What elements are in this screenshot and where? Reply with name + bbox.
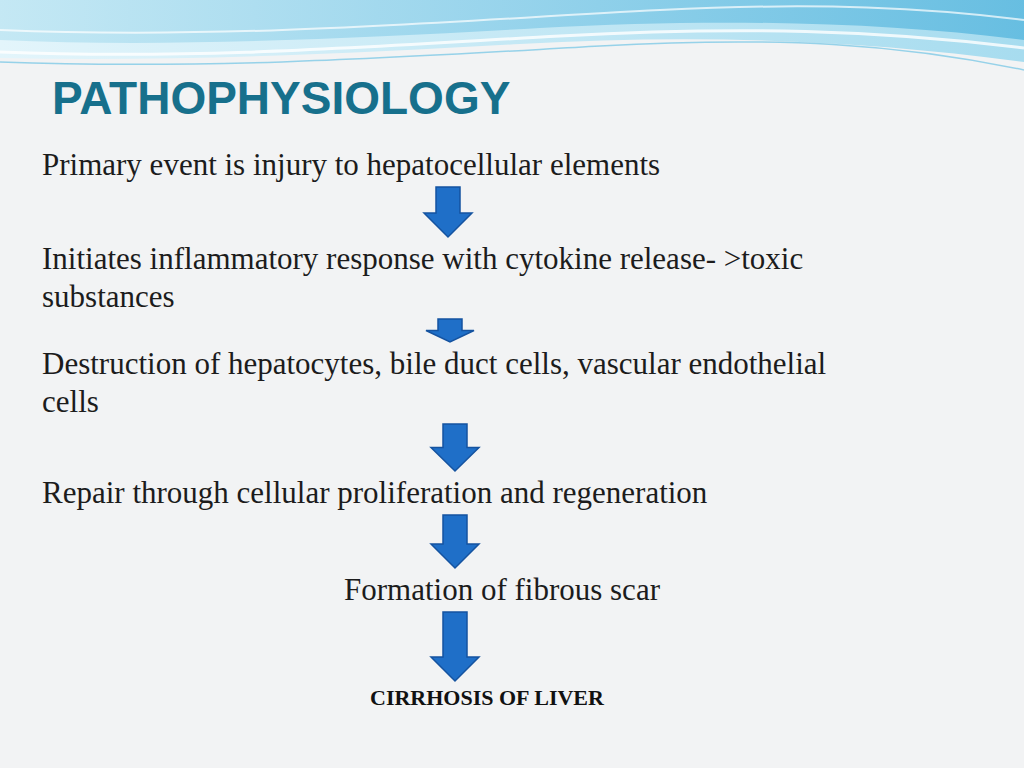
header-line	[0, 42, 1024, 70]
header-band	[0, 0, 1024, 43]
header-band	[0, 0, 1024, 62]
process-step: Primary event is injury to hepatocellula…	[42, 146, 660, 184]
process-step: Repair through cellular proliferation an…	[42, 474, 707, 512]
slide-title: PATHOPHYSIOLOGY	[52, 70, 510, 126]
header-line	[0, 6, 1024, 32]
flow-arrow	[431, 612, 479, 681]
process-step: CIRRHOSIS OF LIVER	[370, 684, 604, 712]
process-step: Formation of fibrous scar	[344, 571, 660, 609]
step-text: Primary event is injury to hepatocellula…	[42, 146, 660, 184]
process-step: Destruction of hepatocytes, bile duct ce…	[42, 345, 832, 421]
process-step: Initiates inflammatory response with cyt…	[42, 240, 832, 316]
flow-arrow	[431, 515, 479, 568]
flow-arrow	[424, 187, 472, 237]
flow-arrow	[431, 424, 479, 471]
flow-arrow	[426, 319, 474, 342]
result-text: CIRRHOSIS OF LIVER	[370, 684, 604, 712]
step-text: Destruction of hepatocytes, bile duct ce…	[42, 345, 832, 421]
step-text: Formation of fibrous scar	[344, 571, 660, 609]
step-text: Initiates inflammatory response with cyt…	[42, 240, 832, 316]
step-text: Repair through cellular proliferation an…	[42, 474, 707, 512]
